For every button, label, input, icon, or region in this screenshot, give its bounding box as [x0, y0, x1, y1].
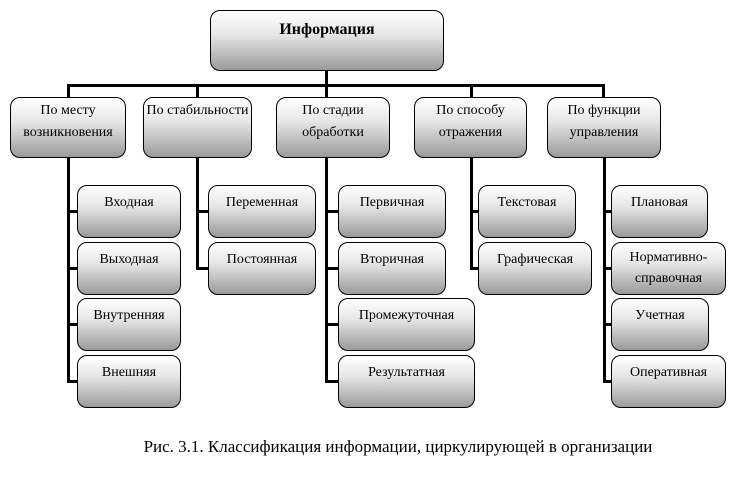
leaf-node: Нормативно-справочная	[611, 242, 726, 295]
leaf-node: Промежуточная	[338, 298, 475, 351]
connector	[196, 84, 199, 98]
connector	[603, 267, 613, 270]
leaf-node: Переменная	[208, 185, 316, 238]
leaf-node: Оперативная	[611, 355, 726, 408]
connector	[603, 210, 613, 213]
connector	[470, 84, 473, 98]
connector	[470, 267, 480, 270]
connector	[603, 380, 613, 383]
connector	[196, 267, 210, 270]
leaf-node: Плановая	[611, 185, 708, 238]
connector	[67, 84, 70, 98]
connector	[67, 380, 79, 383]
category-node: По функции управления	[547, 97, 661, 158]
category-node: По месту возникновения	[10, 97, 126, 158]
leaf-node: Вторичная	[338, 242, 446, 295]
connector	[67, 157, 70, 383]
leaf-node: Учетная	[611, 298, 709, 351]
connector	[325, 267, 340, 270]
leaf-node: Входная	[77, 185, 181, 238]
connector	[325, 70, 328, 86]
connector	[325, 210, 340, 213]
connector	[67, 210, 79, 213]
leaf-node: Выходная	[77, 242, 181, 295]
leaf-node: Внешняя	[77, 355, 181, 408]
leaf-node: Первичная	[338, 185, 446, 238]
figure-caption: Рис. 3.1. Классификация информации, цирк…	[143, 437, 653, 456]
connector	[603, 323, 613, 326]
connector	[602, 84, 605, 98]
category-node: По стадии обработки	[276, 97, 390, 158]
connector	[67, 84, 605, 87]
connector	[325, 323, 340, 326]
root-node: Информация	[210, 10, 444, 71]
connector	[325, 380, 340, 383]
leaf-node: Постоянная	[208, 242, 316, 295]
leaf-node: Графическая	[478, 242, 592, 295]
connector	[196, 210, 210, 213]
connector	[603, 157, 606, 383]
connector	[325, 157, 328, 383]
category-node: По способу отражения	[414, 97, 527, 158]
leaf-node: Текстовая	[478, 185, 576, 238]
connector	[470, 210, 480, 213]
connector	[67, 267, 79, 270]
category-node: По стабильности	[143, 97, 252, 158]
leaf-node: Внутренняя	[77, 298, 181, 351]
connector	[67, 323, 79, 326]
leaf-node: Результатная	[338, 355, 475, 408]
connector	[325, 84, 328, 98]
